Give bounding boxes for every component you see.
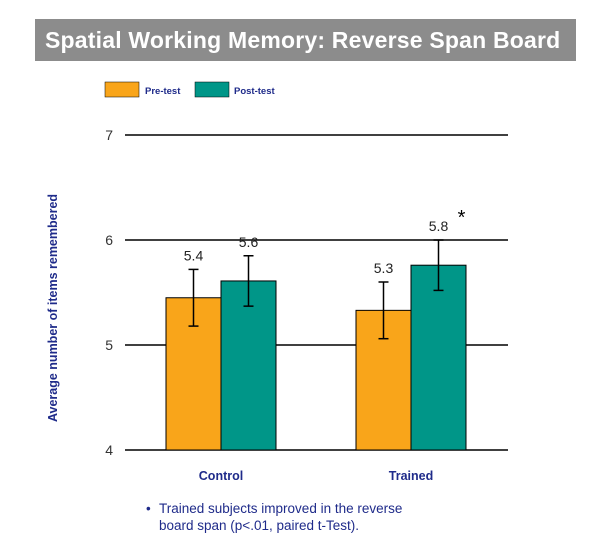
data-label-trained-post-test: 5.8: [429, 218, 449, 234]
bar-trained-post-test: [410, 264, 467, 451]
footnote-line-1: Trained subjects improved in the reverse: [159, 501, 403, 516]
data-label-trained-pre-test: 5.3: [374, 260, 394, 276]
bar-trained-pre-test: [355, 309, 412, 451]
data-label-control-pre-test: 5.4: [184, 247, 204, 263]
y-tick-label-5: 5: [105, 337, 113, 353]
x-category-label-control: Control: [199, 469, 243, 483]
footnote: • Trained subjects improved in the rever…: [146, 500, 548, 534]
chart-title: Spatial Working Memory: Reverse Span Boa…: [45, 26, 561, 53]
y-tick-label-6: 6: [105, 232, 113, 248]
footnote-bullet: •: [146, 501, 151, 516]
bar-control-post-test: [220, 280, 277, 451]
y-tick-label-4: 4: [105, 442, 113, 458]
significance-asterisk: *: [458, 207, 466, 229]
y-axis-title: Average number of items remembered: [46, 194, 60, 422]
legend-label-post-test: Post-test: [234, 86, 275, 97]
y-tick-label-7: 7: [105, 127, 113, 143]
x-category-label-trained: Trained: [389, 469, 433, 483]
legend-swatch-post-test: [194, 81, 230, 98]
footnote-line-2: board span (p<.01, paired t-Test).: [159, 518, 359, 533]
data-label-control-post-test: 5.6: [239, 234, 259, 250]
legend-swatch-pre-test: [104, 81, 140, 98]
chart-title-bar: Spatial Working Memory: Reverse Span Boa…: [35, 19, 576, 61]
legend-label-pre-test: Pre-test: [145, 86, 181, 97]
